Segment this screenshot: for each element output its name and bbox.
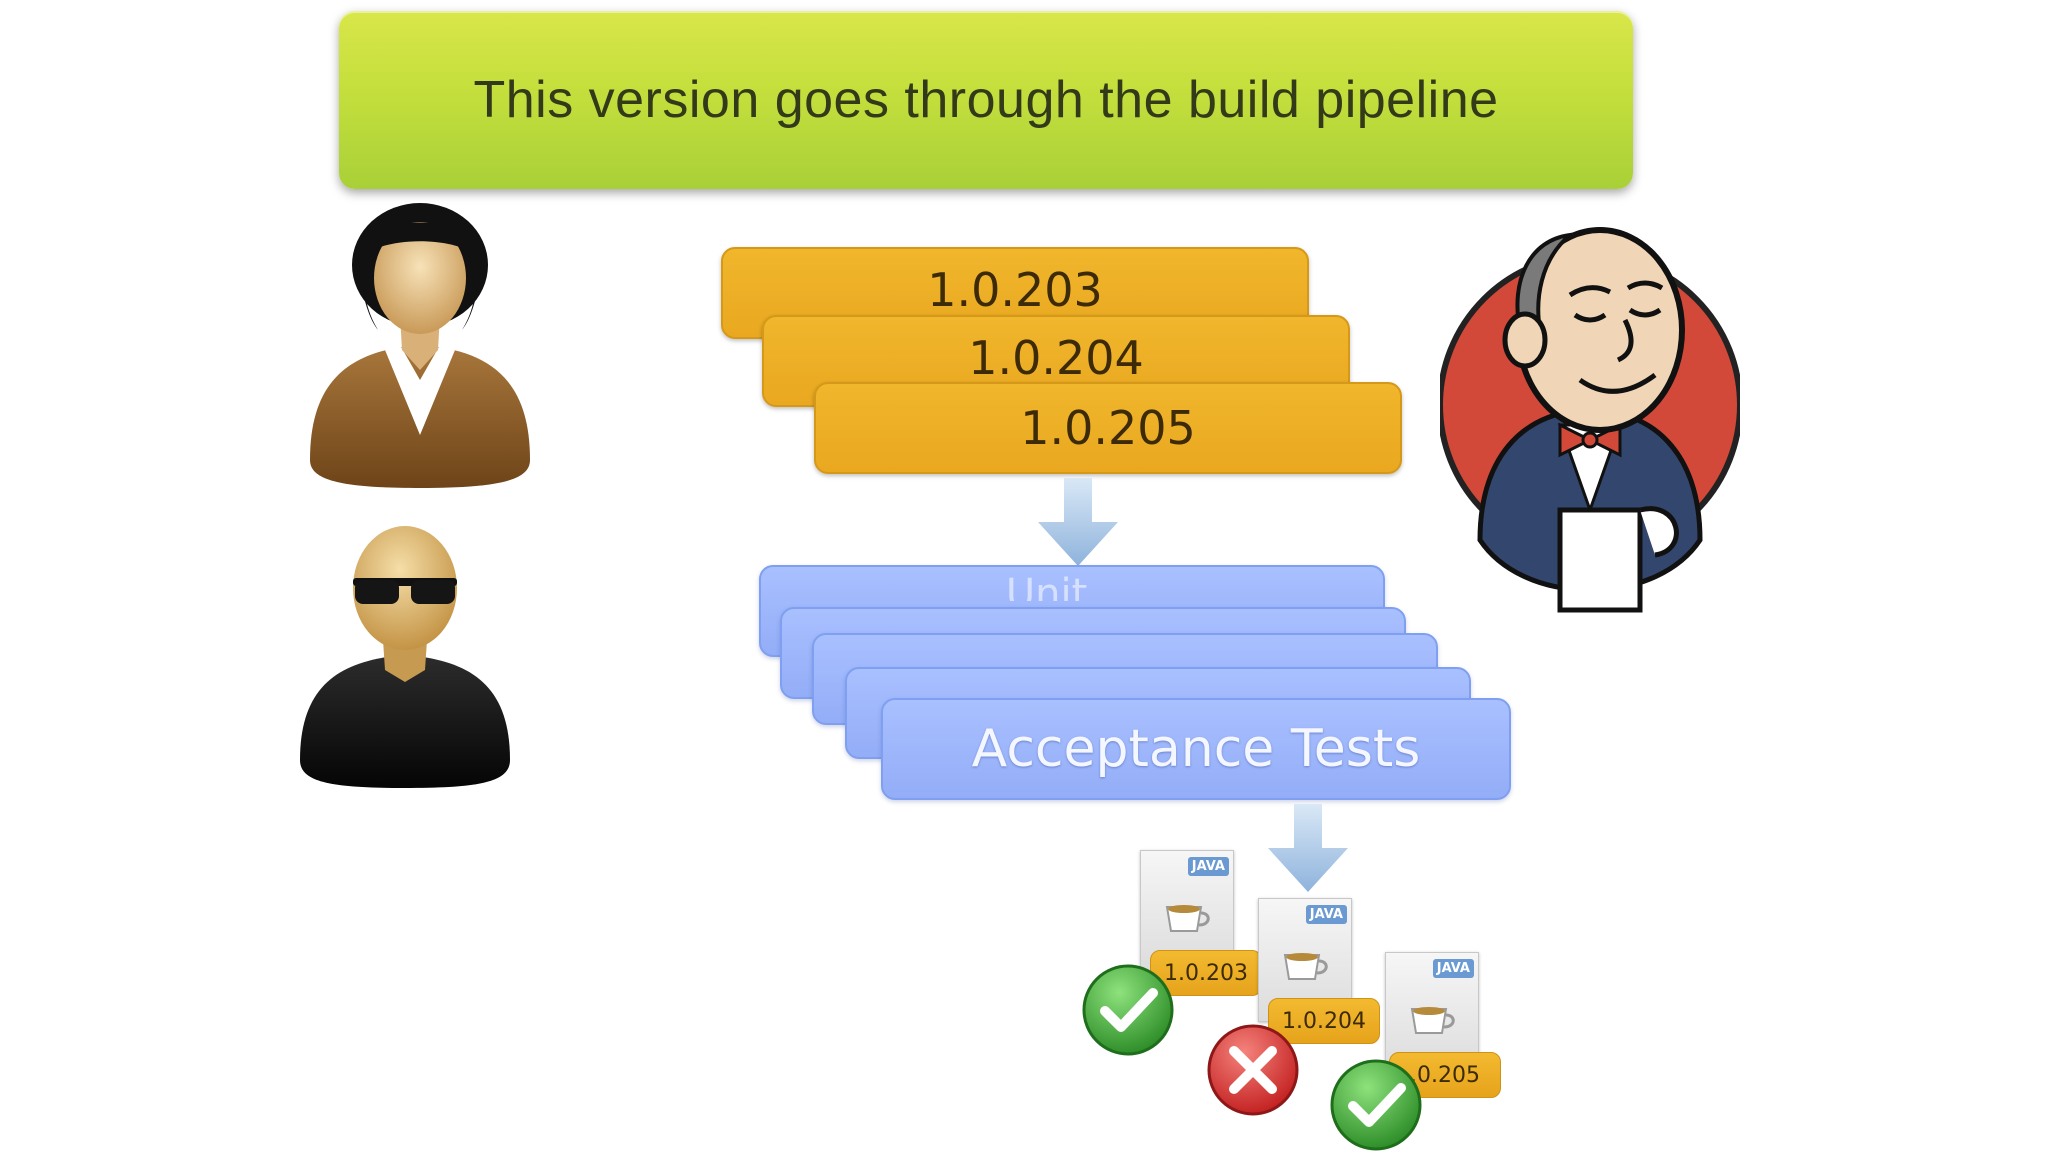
stage-partial-label: Unit ... [1005,571,1139,601]
java-tag: JAVA [1305,905,1347,924]
cross-icon [1207,1024,1299,1116]
java-artifact-204: JAVA 1.0.204 [1258,898,1388,1058]
down-arrow-icon [1268,804,1348,892]
man-sunglasses-user-icon [300,526,510,788]
banner-text: This version goes through the build pipe… [473,71,1499,129]
artifact-version-label: 1.0.204 [1268,998,1380,1044]
version-bar-205: 1.0.205 [814,382,1402,474]
check-icon [1082,964,1174,1056]
java-tag: JAVA [1187,857,1229,876]
java-tag: JAVA [1432,959,1474,978]
java-artifact-205: JAVA .0.205 [1385,952,1515,1112]
stage-label: Acceptance Tests [971,719,1421,779]
java-artifact-203: JAVA 1.0.203 [1140,850,1270,1010]
coffee-cup-icon [1283,953,1328,980]
title-banner: This version goes through the build pipe… [339,11,1633,189]
acceptance-tests-stage: Acceptance Tests [881,698,1511,800]
down-arrow-icon [1038,478,1118,566]
woman-user-icon [310,203,530,488]
coffee-cup-icon [1410,1007,1455,1034]
version-label: 1.0.203 [927,263,1103,317]
coffee-cup-icon [1165,905,1210,932]
version-label: 1.0.205 [1020,401,1196,455]
artifact-version-label: 1.0.203 [1150,950,1262,996]
jenkins-butler-icon [1440,227,1740,613]
check-icon [1330,1059,1422,1151]
version-label: 1.0.204 [968,331,1144,385]
